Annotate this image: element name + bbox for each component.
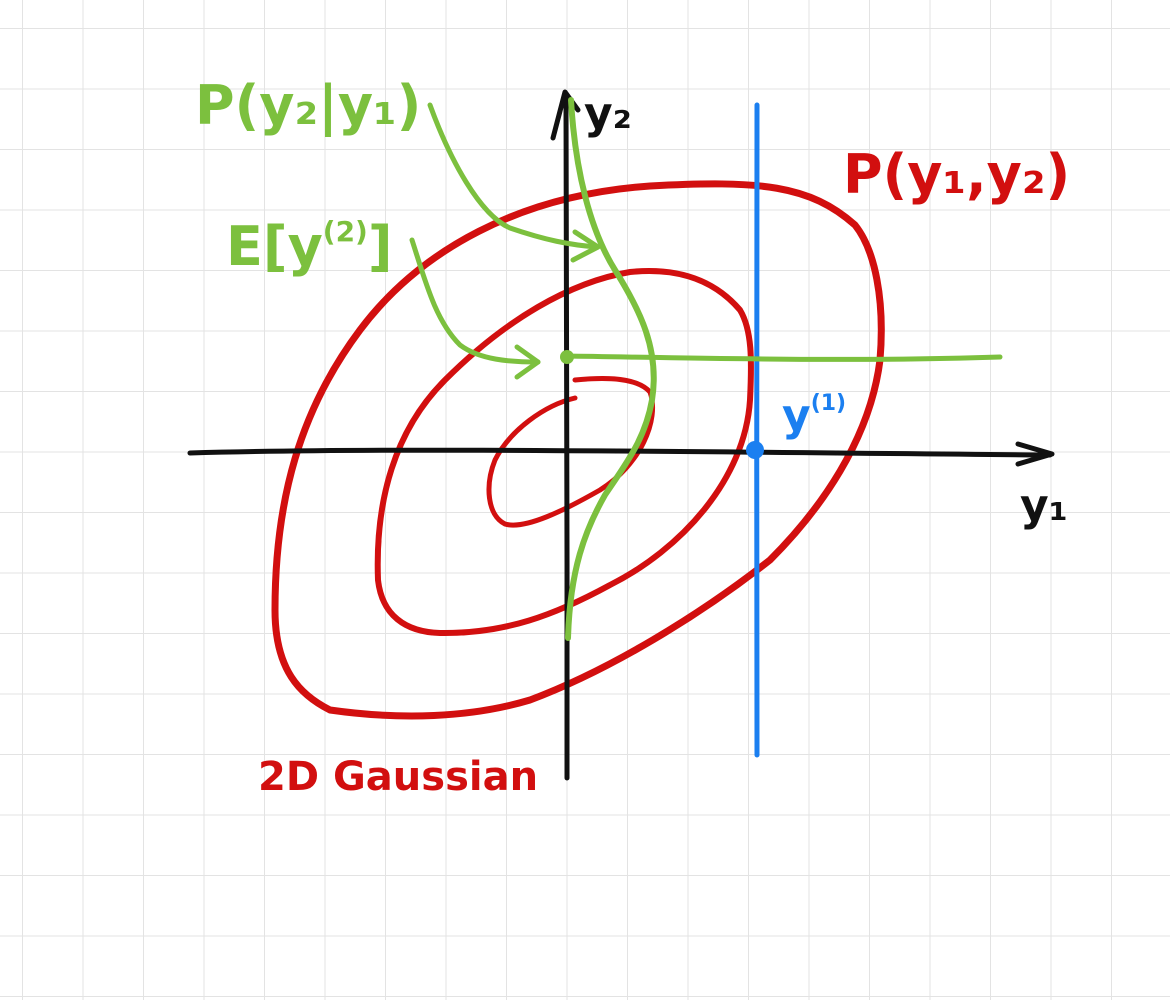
expectation-line (563, 353, 1003, 362)
conditional-curve (565, 97, 657, 641)
expectation-label-prefix: E[y (226, 215, 323, 278)
y1-axis-arrowhead (1015, 441, 1055, 467)
conditional-label: P(y₂|y₁) (195, 74, 421, 137)
y1-axis-label: y₁ (1020, 480, 1068, 531)
conditional (409, 97, 1003, 641)
observation-point (746, 441, 764, 459)
expectation-label-sup: (2) (323, 215, 368, 248)
y1-axis-line (187, 447, 1053, 458)
gaussian-label: 2D Gaussian (258, 754, 538, 800)
conditional-arrow (427, 102, 600, 250)
observation-line (753, 102, 760, 758)
observed-label-base: y (782, 390, 811, 441)
middle-contour (374, 267, 754, 637)
conditional-arrowhead (570, 229, 601, 263)
observed-label-sup: (1) (811, 391, 846, 416)
axes (187, 89, 1055, 781)
expectation-arrow (409, 237, 541, 365)
y2-axis-line (563, 97, 570, 781)
expectation-label-suffix: ] (368, 215, 393, 278)
joint-label: P(y₁,y₂) (843, 143, 1070, 206)
observed-label: y(1) (782, 390, 846, 441)
expectation-label: E[y(2)] (226, 215, 393, 278)
expectation-point (560, 350, 574, 364)
y2-axis-label: y₂ (584, 88, 632, 139)
observation (746, 102, 764, 758)
expectation-arrowhead (514, 344, 541, 380)
outer-contour (271, 180, 885, 720)
